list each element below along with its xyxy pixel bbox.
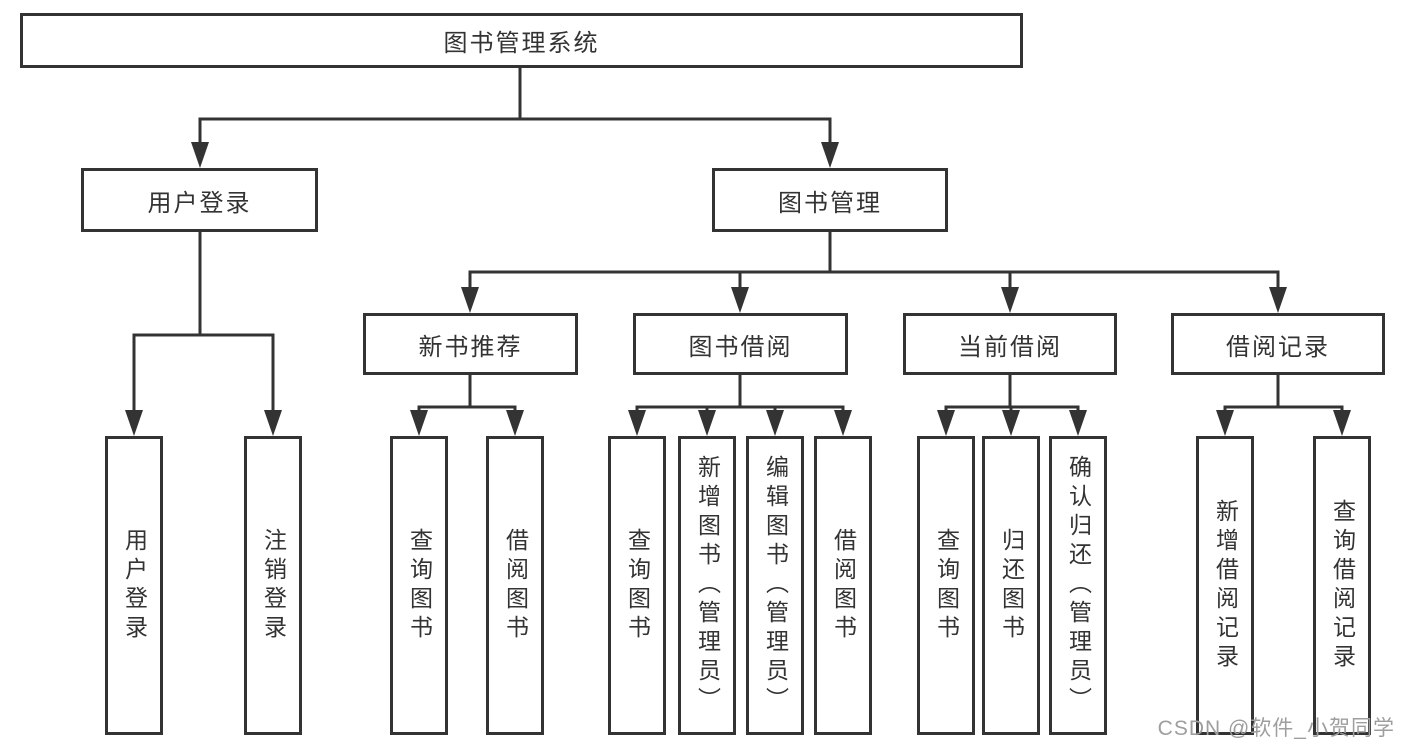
- arrowheads: [125, 142, 1351, 436]
- node-current-borrowing: 当前借阅: [903, 313, 1117, 375]
- leaf-confirm-return-admin: 确认归还（管理员）: [1049, 436, 1107, 735]
- leaf-label: 查询图书: [933, 527, 960, 644]
- arrow-down-icon: [937, 410, 955, 436]
- connector-book-borrow-branch: [635, 373, 845, 417]
- leaf-label: 注销登录: [260, 527, 287, 644]
- leaf-borrow-book-recommend: 借阅图书: [486, 436, 544, 735]
- leaf-add-borrow-record: 新增借阅记录: [1196, 436, 1254, 735]
- arrow-down-icon: [731, 287, 749, 313]
- leaf-user-login: 用户登录: [105, 436, 163, 735]
- leaf-label: 借阅图书: [502, 527, 529, 644]
- leaf-logout: 注销登录: [244, 436, 302, 735]
- arrow-down-icon: [698, 410, 716, 436]
- csdn-watermark: CSDN @软件_小贺同学: [1157, 717, 1395, 740]
- leaf-label: 用户登录: [121, 527, 148, 644]
- connector-paths: [132, 65, 1344, 417]
- arrow-down-icon: [1002, 410, 1020, 436]
- connector-root-to-level2: [198, 65, 832, 150]
- arrow-down-icon: [506, 410, 524, 436]
- connector-book-mgmt-branch: [468, 230, 1280, 294]
- leaf-borrow-book: 借阅图书: [814, 436, 872, 735]
- arrow-down-icon: [821, 142, 839, 168]
- node-book-management-system: 图书管理系统: [20, 13, 1023, 68]
- leaf-query-book-borrow: 查询图书: [608, 436, 666, 735]
- arrow-down-icon: [766, 410, 784, 436]
- leaf-label: 查询图书: [624, 527, 651, 644]
- arrow-down-icon: [834, 410, 852, 436]
- node-new-book-recommend: 新书推荐: [363, 313, 578, 375]
- connector-new-book-branch: [417, 373, 517, 417]
- arrow-down-icon: [1069, 410, 1087, 436]
- leaf-query-book-recommend: 查询图书: [390, 436, 448, 735]
- leaf-label: 新增借阅记录: [1212, 498, 1239, 673]
- leaf-label: 归还图书: [998, 527, 1025, 644]
- leaf-return-book: 归还图书: [982, 436, 1040, 735]
- arrow-down-icon: [1269, 287, 1287, 313]
- leaf-label: 新增图书（管理员）: [694, 455, 721, 716]
- leaf-add-book-admin: 新增图书（管理员）: [678, 436, 736, 735]
- arrow-down-icon: [410, 410, 428, 436]
- leaf-label: 借阅图书: [830, 527, 857, 644]
- node-borrowing-records: 借阅记录: [1171, 313, 1385, 375]
- connector-borrow-record-branch: [1223, 373, 1344, 417]
- leaf-edit-book-admin: 编辑图书（管理员）: [746, 436, 804, 735]
- node-user-login: 用户登录: [81, 168, 318, 232]
- connector-user-login-branch: [132, 230, 275, 417]
- leaf-query-borrow-record: 查询借阅记录: [1313, 436, 1371, 735]
- arrow-down-icon: [125, 410, 143, 436]
- arrow-down-icon: [191, 142, 209, 168]
- arrow-down-icon: [461, 287, 479, 313]
- leaf-label: 确认归还（管理员）: [1065, 455, 1092, 716]
- node-book-management: 图书管理: [712, 168, 948, 232]
- connector-current-borrow-branch: [944, 373, 1080, 417]
- arrow-down-icon: [1001, 287, 1019, 313]
- leaf-label: 查询图书: [406, 527, 433, 644]
- arrow-down-icon: [628, 410, 646, 436]
- leaf-query-book-current: 查询图书: [917, 436, 975, 735]
- leaf-label: 编辑图书（管理员）: [762, 455, 789, 716]
- arrow-down-icon: [264, 410, 282, 436]
- node-book-borrowing: 图书借阅: [633, 313, 848, 375]
- arrow-down-icon: [1216, 410, 1234, 436]
- arrow-down-icon: [1333, 410, 1351, 436]
- leaf-label: 查询借阅记录: [1329, 498, 1356, 673]
